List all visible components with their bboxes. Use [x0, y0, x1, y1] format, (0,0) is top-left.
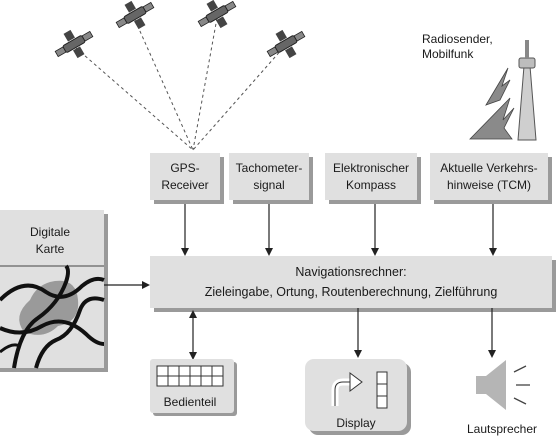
- tcm-label-line2: hinweise (TCM): [447, 178, 531, 192]
- satellite-signal-beams: [75, 17, 284, 151]
- tacho-label-line2: signal: [253, 178, 284, 192]
- display-unit: Display: [305, 359, 411, 435]
- beam-2: [134, 19, 194, 151]
- map-label-line2: Karte: [36, 242, 65, 256]
- tacho-label-line1: Tachometer-: [236, 161, 303, 175]
- keypad-icon: [156, 365, 224, 387]
- gps-label-line2: Receiver: [161, 178, 208, 192]
- computer-label-line2: Zieleingabe, Ortung, Routenberechnung, Z…: [205, 285, 498, 299]
- input-traffic-info-tcm: Aktuelle Verkehrs- hinweise (TCM): [430, 153, 552, 204]
- map-icon: [0, 264, 105, 369]
- map-arrowhead: [142, 281, 150, 289]
- compass-label-line1: Elektronischer: [333, 161, 409, 175]
- navigation-computer-box: Navigationsrechner: Zieleingabe, Ortung,…: [150, 256, 556, 312]
- satellite-icon: [115, 0, 155, 30]
- tcm-label-line1: Aktuelle Verkehrs-: [440, 161, 537, 175]
- output-arrows: [189, 308, 496, 360]
- gps-label-line1: GPS-: [170, 161, 199, 175]
- satellite-icon: [197, 0, 237, 29]
- beam-3: [192, 17, 218, 151]
- map-label-line1: Digitale: [30, 225, 70, 239]
- satellite-icon: [266, 29, 306, 59]
- input-arrows: [181, 204, 497, 256]
- input-tachometer-signal: Tachometer- signal: [229, 153, 313, 204]
- radio-tower-icon: [469, 40, 537, 141]
- display-label: Display: [336, 416, 375, 430]
- radio-label-line1: Radiosender,: [422, 32, 493, 46]
- turn-arrow-icon: [331, 371, 388, 409]
- satellite-icon: [54, 29, 94, 59]
- speaker-label: Lautsprecher: [467, 422, 537, 436]
- input-electronic-compass: Elektronischer Kompass: [325, 153, 421, 204]
- speaker-icon: [476, 360, 530, 410]
- radio-label-line2: Mobilfunk: [422, 47, 474, 61]
- beam-4: [192, 47, 284, 151]
- control-unit: Bedienteil: [150, 359, 237, 416]
- digital-map-box: Digitale Karte: [0, 210, 108, 372]
- computer-label-line1: Navigationsrechner:: [295, 265, 406, 279]
- beam-1: [75, 47, 194, 151]
- control-unit-label: Bedienteil: [164, 395, 217, 409]
- compass-label-line2: Kompass: [346, 178, 396, 192]
- input-gps-receiver: GPS- Receiver: [150, 153, 224, 204]
